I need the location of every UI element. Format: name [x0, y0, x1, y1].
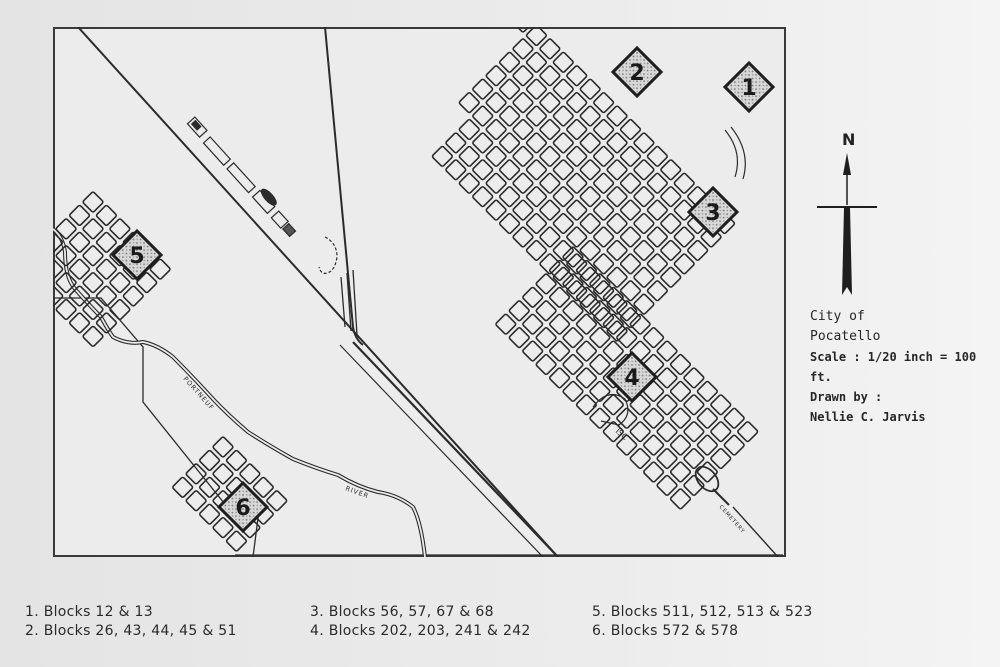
map-title-line2: Pocatello	[810, 329, 881, 344]
grid-northeast	[430, 27, 736, 343]
study-site-5: 5	[110, 228, 164, 282]
study-site-number: 6	[235, 496, 250, 521]
grid-south	[171, 435, 289, 553]
cemetery-feature: CEMETERY	[694, 465, 779, 557]
legend-column-1: 1. Blocks 12 & 13 2. Blocks 26, 43, 44, …	[25, 603, 237, 641]
river-label-portneuf: PORTNEUF	[182, 375, 216, 412]
map-title-block: City of Pocatello Scale : 1/20 inch = 10…	[810, 307, 1000, 427]
legend-item-3: 3. Blocks 56, 57, 67 & 68	[310, 604, 494, 620]
study-site-number: 4	[624, 366, 639, 391]
legend-column-3: 5. Blocks 511, 512, 513 & 523 6. Blocks …	[592, 603, 813, 641]
map-scale: Scale : 1/20 inch = 100 ft.	[810, 350, 977, 384]
study-site-4: 4	[605, 350, 659, 404]
north-label: N	[842, 130, 856, 149]
map-author: Nellie C. Jarvis	[810, 410, 926, 424]
drawn-by-label: Drawn by :	[810, 390, 883, 404]
legend-item-4: 4. Blocks 202, 203, 241 & 242	[310, 623, 531, 639]
railroad-main-line	[77, 27, 559, 557]
study-site-6: 6	[216, 480, 270, 534]
study-site-number: 1	[741, 76, 756, 101]
grid-west	[53, 190, 172, 348]
study-site-number: 5	[129, 244, 144, 269]
map-frame	[53, 27, 786, 557]
study-site-3: 3	[686, 185, 740, 239]
legend-item-5: 5. Blocks 511, 512, 513 & 523	[592, 604, 813, 620]
cemetery-label: CEMETERY	[718, 504, 746, 534]
rail-loop	[318, 236, 338, 274]
north-arrow-icon	[817, 153, 877, 295]
study-site-2: 2	[610, 45, 664, 99]
railroad-double-track	[339, 341, 559, 557]
legend-item-1: 1. Blocks 12 & 13	[25, 604, 153, 620]
study-site-number: 3	[705, 201, 720, 226]
isc-campus-outline	[592, 393, 629, 426]
rail-yard-spurs	[340, 269, 358, 336]
study-site-1: 1	[722, 60, 776, 114]
study-site-number: 2	[629, 61, 644, 86]
map-title-line1: City of	[810, 309, 865, 324]
railroad-depot-buildings	[186, 116, 297, 238]
legend-column-2: 3. Blocks 56, 57, 67 & 68 4. Blocks 202,…	[310, 603, 531, 641]
railroad-branch-line	[324, 27, 364, 346]
legend-item-6: 6. Blocks 572 & 578	[592, 623, 739, 639]
legend-item-2: 2. Blocks 26, 43, 44, 45 & 51	[25, 623, 237, 639]
ne-curved-road	[724, 126, 746, 180]
